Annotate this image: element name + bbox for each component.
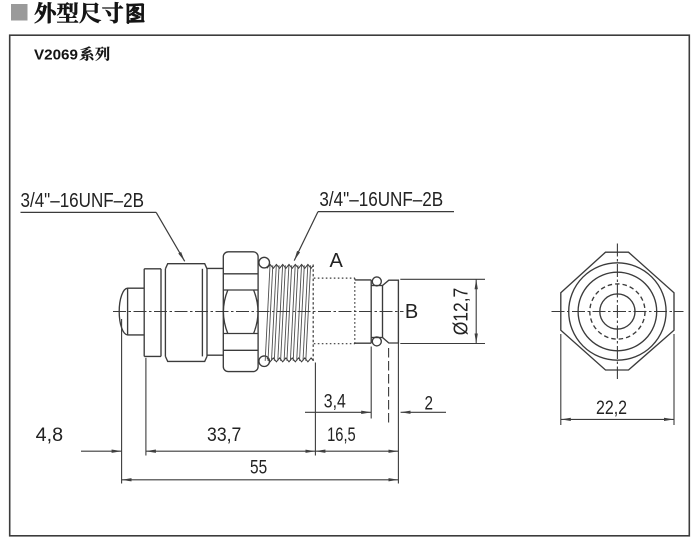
svg-text:16,5: 16,5 [327, 425, 356, 446]
svg-text:3,4: 3,4 [324, 392, 346, 413]
svg-text:3/4"–16UNF–2B: 3/4"–16UNF–2B [21, 190, 145, 212]
svg-text:A: A [330, 250, 344, 272]
svg-text:V2069: V2069 [34, 47, 78, 64]
svg-text:33,7: 33,7 [207, 425, 241, 446]
svg-text:22,2: 22,2 [596, 398, 627, 419]
svg-text:B: B [405, 301, 418, 323]
svg-text:55: 55 [250, 458, 267, 479]
svg-text:4,8: 4,8 [36, 425, 63, 446]
svg-text:Ø12,7: Ø12,7 [450, 288, 472, 336]
svg-text:3/4"–16UNF–2B: 3/4"–16UNF–2B [319, 189, 443, 211]
svg-text:2: 2 [425, 394, 434, 415]
